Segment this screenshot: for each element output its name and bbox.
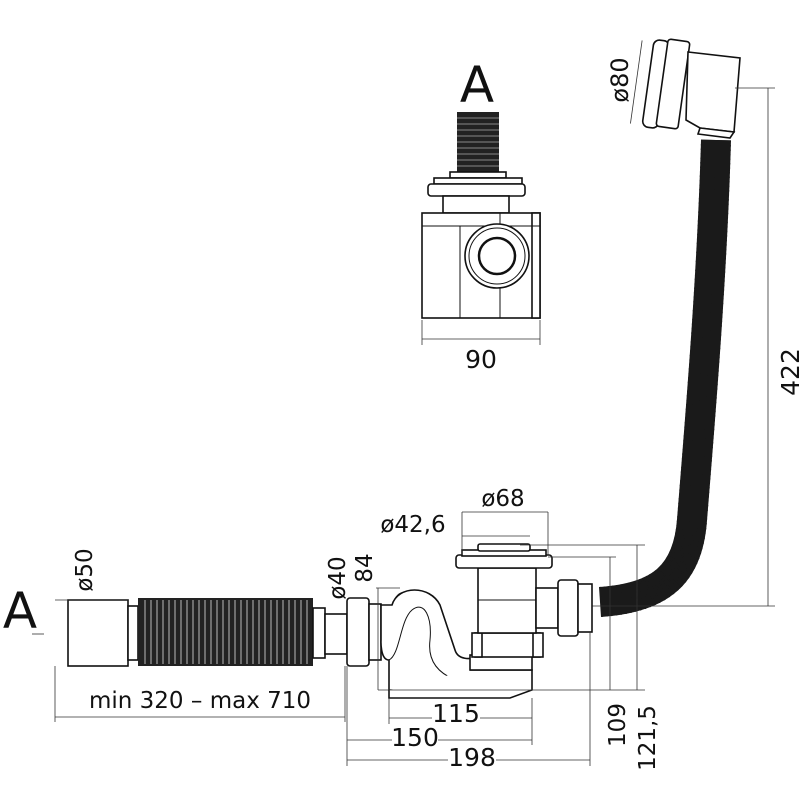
view-a-drain-body	[421, 112, 541, 319]
height-84-label: 84	[352, 553, 378, 582]
plug-diameter-label: ø42,6	[380, 512, 445, 538]
length-198-label: 198	[448, 743, 496, 772]
dimension-90-label: 90	[465, 345, 497, 374]
overflow-head	[641, 38, 741, 139]
flexible-overflow-hose	[598, 139, 731, 617]
height-109-label: 109	[605, 703, 631, 747]
outlet-diameter-label: ø68	[481, 486, 524, 512]
length-150-label: 150	[391, 723, 439, 752]
height-121-5-label: 121,5	[635, 705, 661, 771]
dimension-150: 150	[346, 666, 532, 766]
overflow-diameter-label: ø80	[606, 57, 634, 102]
extension-range-label: min 320 – max 710	[89, 688, 311, 714]
dimension-90: 90	[421, 320, 541, 374]
dimension-198: 198	[347, 632, 591, 772]
pipe-diameter-40-label: ø40	[325, 556, 351, 599]
dimension-422: 422	[560, 87, 800, 607]
view-label-a-left: A	[3, 582, 37, 640]
dimension-extension-range: min 320 – max 710	[54, 666, 346, 722]
pipe-diameter-50-label: ø50	[72, 548, 98, 591]
outlet-flange	[455, 554, 553, 569]
corrugated-stub	[457, 112, 499, 174]
dimension-115: 115	[388, 698, 533, 745]
dimension-422-label: 422	[776, 348, 800, 396]
siphon-trap	[380, 543, 593, 699]
extensible-hose	[127, 597, 382, 667]
length-115-label: 115	[432, 699, 480, 728]
view-label-a-top: A	[460, 56, 494, 114]
outlet-cylinder-50: ø50	[55, 548, 129, 667]
dimension-plug-diameter: ø42,6	[380, 512, 530, 538]
overflow-diameter-dim: ø80	[606, 40, 643, 124]
dimension-outlet-diameter: ø68	[461, 486, 549, 555]
plug	[477, 543, 531, 552]
